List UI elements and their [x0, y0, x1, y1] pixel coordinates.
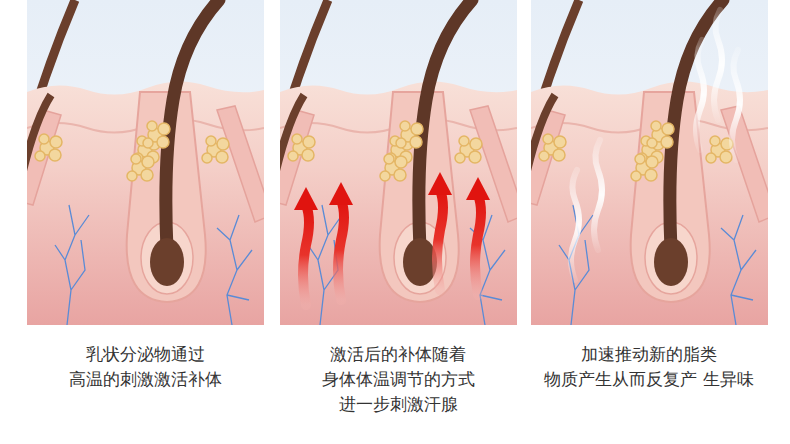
caption-text: 乳状分泌物通过 高温的刺激激活补体	[35, 342, 255, 392]
caption-text: 激活后的补体随着 身体体温调节的方式 进一步刺激汗腺	[288, 342, 508, 417]
caption-text: 加速推动新的脂类 物质产生从而反复产 生异味	[539, 342, 759, 392]
